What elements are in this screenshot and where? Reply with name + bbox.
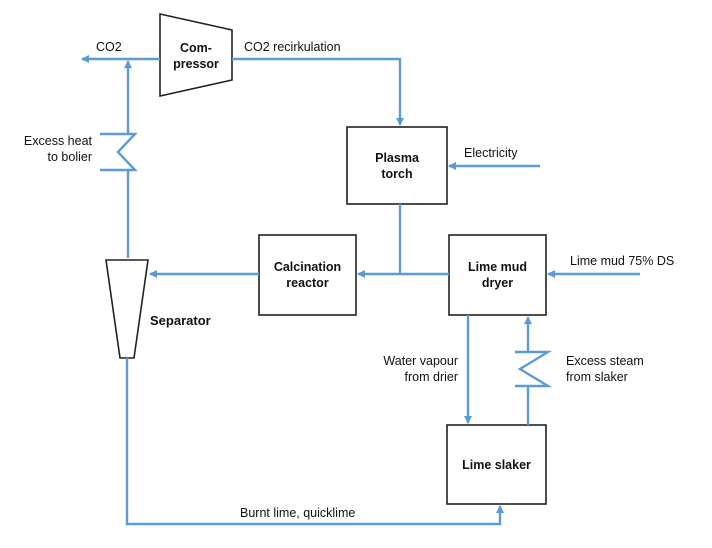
calcination-reactor-label-line2: reactor: [286, 276, 329, 290]
lime-mud-dryer-label: Lime mud dryer: [449, 235, 546, 315]
separator-label: Separator: [150, 313, 211, 328]
excess-heat-label: Excess heat to bolier: [4, 133, 92, 165]
water-vapour-label-line1: Water vapour: [383, 354, 458, 368]
compressor-shape: [159, 13, 233, 97]
separator-shape: [105, 259, 149, 359]
plasma-torch-label-line1: Plasma: [375, 150, 419, 165]
excess-heat-label-line1: Excess heat: [23, 134, 92, 148]
co2-recirculation-arrow: [232, 57, 404, 126]
lime-mud-input-label: Lime mud 75% DS: [570, 254, 675, 268]
plasma-torch-label: Plasma torch: [347, 127, 447, 204]
water-vapour-label-line2: from drier: [404, 370, 458, 384]
lime-slaker-label: Lime slaker: [462, 457, 531, 472]
calcination-reactor-label: Calcination reactor: [259, 235, 356, 315]
lime-slaker-box: [446, 424, 547, 505]
compressor-label-line2: pressor: [173, 57, 219, 71]
excess-steam-label: Excess steam from slaker: [566, 353, 644, 385]
water-vapour-label: Water vapour from drier: [358, 353, 458, 385]
burnt-lime-label: Burnt lime, quicklime: [240, 506, 356, 520]
lime-mud-dryer-box: [448, 234, 547, 316]
co2-out-label: CO2: [96, 40, 122, 54]
electricity-label: Electricity: [464, 146, 518, 160]
lime-mud-dryer-label-line2: dryer: [481, 276, 514, 290]
compressor-label-line1: Com-: [180, 41, 212, 55]
excess-steam-exchanger-icon: [515, 350, 553, 388]
co2-recirculation-label: CO2 recirkulation: [244, 40, 341, 54]
compressor-label: Com- pressor: [162, 32, 230, 80]
excess-steam-label-line2: from slaker: [566, 370, 628, 384]
calcination-reactor-label-line1: Calcination: [273, 260, 342, 274]
lime-mud-dryer-label-line1: Lime mud: [467, 260, 528, 274]
plasma-torch-label-line2: torch: [381, 166, 413, 181]
excess-heat-exchanger-icon: [100, 132, 138, 172]
excess-heat-label-line2: to bolier: [47, 150, 92, 164]
burnt-lime-arrow: [125, 358, 504, 526]
plasma-torch-box: [346, 126, 448, 205]
excess-steam-label-line1: Excess steam: [566, 354, 644, 368]
